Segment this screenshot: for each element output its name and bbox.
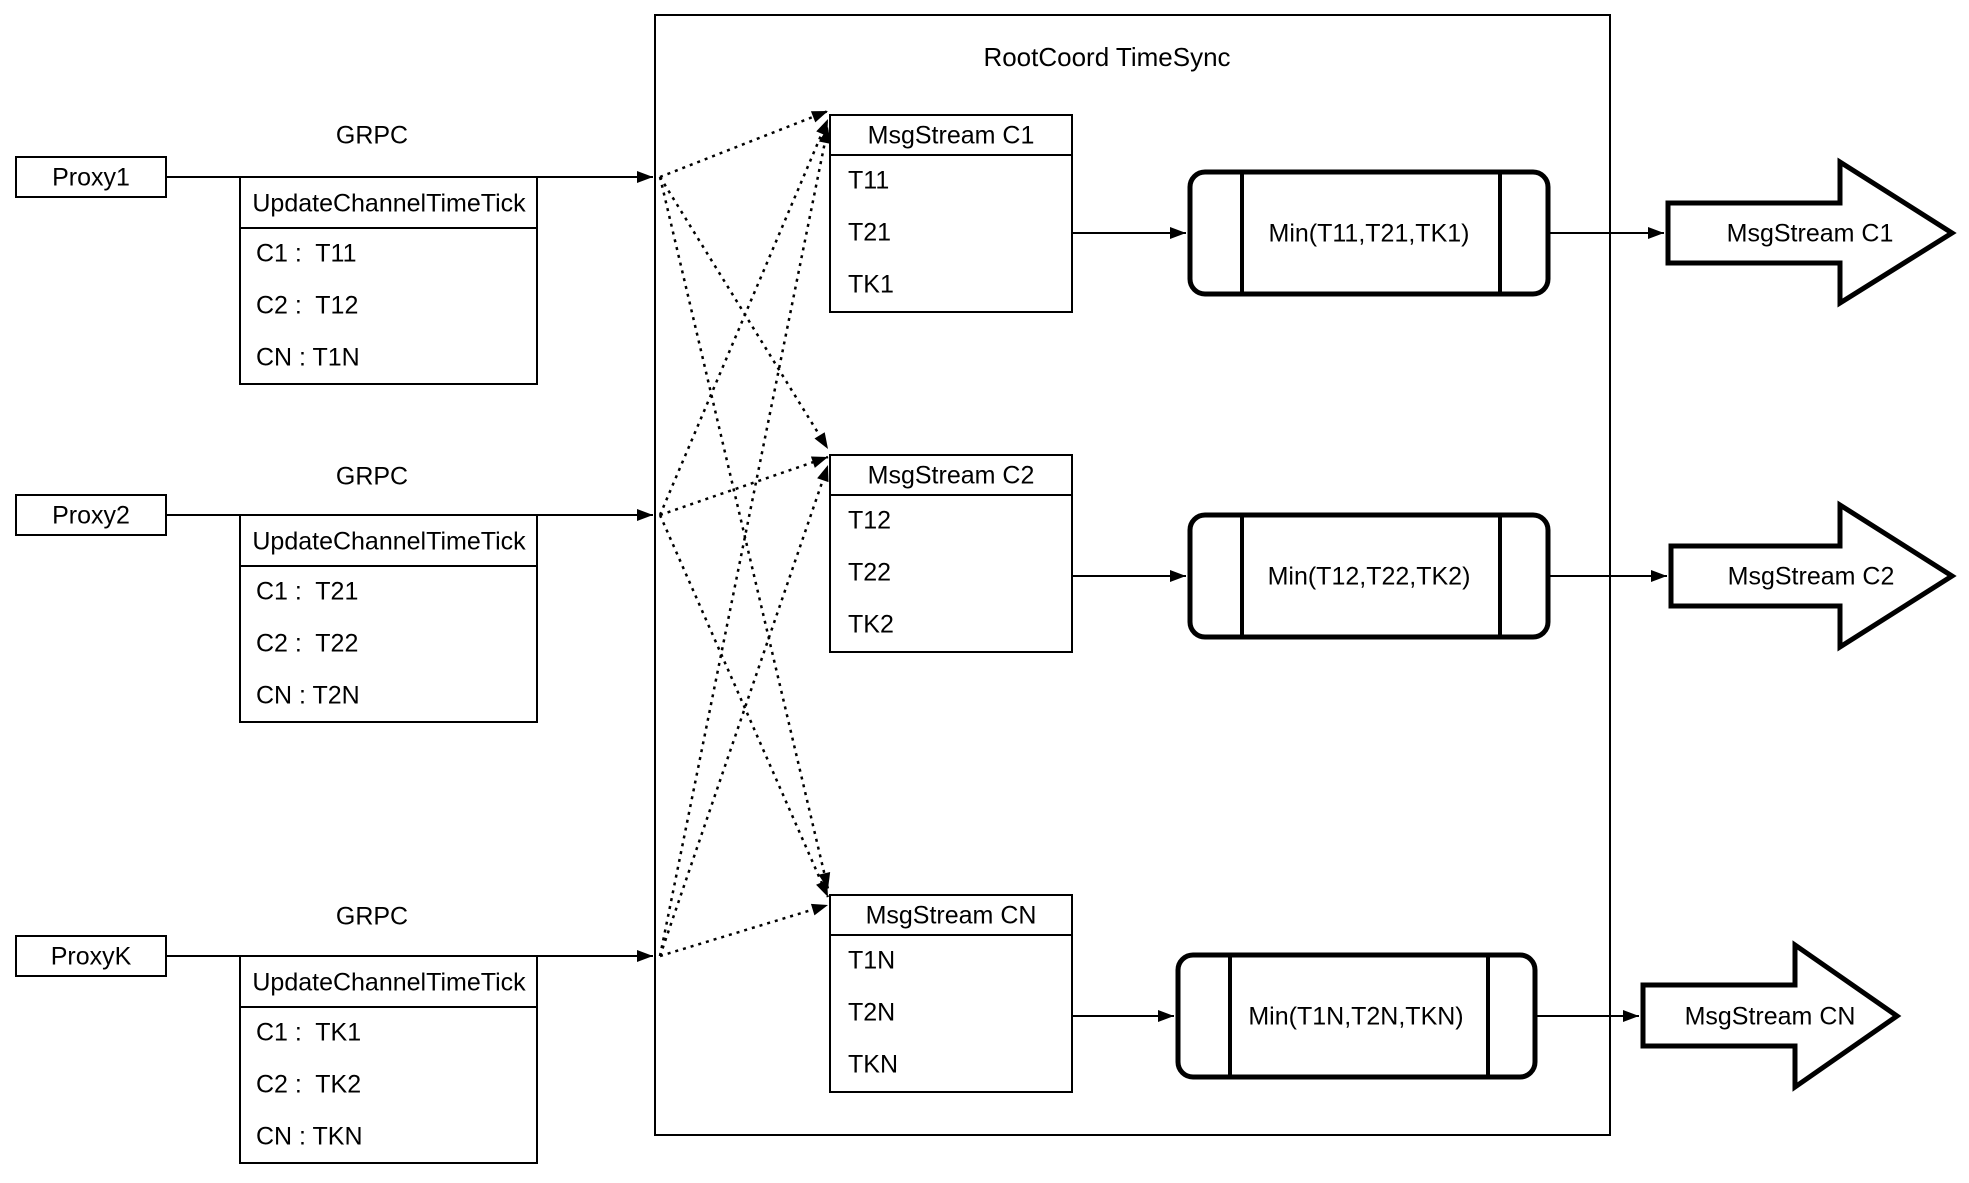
grpc-label-3: GRPC <box>335 902 409 931</box>
msgstream-table-1-row: T11 <box>848 166 890 195</box>
update-table-2-header: UpdateChannelTimeTick <box>252 527 526 556</box>
msgstream-table-1-header: MsgStream C1 <box>867 121 1035 150</box>
msgstream-table-3 <box>829 894 1073 1093</box>
update-table-2-row: C1 : T21 <box>256 577 359 606</box>
min-label-3: Min(T1N,T2N,TKN) <box>1248 1002 1464 1031</box>
update-table-2-row: CN : T2N <box>256 681 360 710</box>
min-label-1: Min(T11,T21,TK1) <box>1268 219 1470 248</box>
msgstream-table-2-row: T12 <box>848 506 892 535</box>
output-arrow-shape-1 <box>1665 157 1957 308</box>
min-box-3 <box>1175 952 1538 1080</box>
msgstream-table-2-row: TK2 <box>848 610 894 639</box>
proxy1-label: Proxy1 <box>52 163 130 192</box>
update-table-2 <box>239 514 538 723</box>
proxy2-label: Proxy2 <box>52 501 130 530</box>
update-table-3 <box>239 955 538 1164</box>
msgstream-table-1-row: T21 <box>848 218 892 247</box>
update-table-1-row: C2 : T12 <box>256 291 359 320</box>
msgstream-table-1 <box>829 114 1073 313</box>
msgstream-table-3-row: T2N <box>848 998 896 1027</box>
update-table-3-row: CN : TKN <box>256 1122 363 1151</box>
rootcoord-title: RootCoord TimeSync <box>983 42 1231 72</box>
min-label-2: Min(T12,T22,TK2) <box>1267 562 1471 591</box>
proxy1-box <box>15 156 167 198</box>
msgstream-table-3-row: T1N <box>848 946 896 975</box>
update-table-1-row: C1 : T11 <box>256 239 357 268</box>
update-table-1 <box>239 176 538 385</box>
msgstream-table-3-header: MsgStream CN <box>865 901 1037 930</box>
fanout-dotted-lines <box>658 109 831 958</box>
proxyk-label: ProxyK <box>50 942 132 971</box>
update-table-3-header: UpdateChannelTimeTick <box>252 968 526 997</box>
output-arrow-label-1: MsgStream C1 <box>1726 219 1894 248</box>
grpc-label-1: GRPC <box>335 121 409 150</box>
msgstream-table-3-row: TKN <box>848 1050 898 1079</box>
update-table-2-row: C2 : T22 <box>256 629 359 658</box>
update-table-1-header: UpdateChannelTimeTick <box>252 189 526 218</box>
min-box-2 <box>1187 512 1551 640</box>
output-arrow-shape-3 <box>1640 940 1902 1092</box>
output-arrow-label-2: MsgStream C2 <box>1727 562 1895 591</box>
update-table-3-row: C1 : TK1 <box>256 1018 362 1047</box>
output-arrow-label-3: MsgStream CN <box>1684 1002 1856 1031</box>
proxy2-box <box>15 494 167 536</box>
msgstream-table-1-row: TK1 <box>848 270 894 299</box>
msgstream-table-2-row: T22 <box>848 558 892 587</box>
update-table-1-row: CN : T1N <box>256 343 360 372</box>
output-arrow-shape-2 <box>1668 500 1957 652</box>
msgstream-table-2 <box>829 454 1073 653</box>
grpc-label-2: GRPC <box>335 462 409 491</box>
update-table-3-row: C2 : TK2 <box>256 1070 362 1099</box>
msgstream-table-2-header: MsgStream C2 <box>867 461 1035 490</box>
